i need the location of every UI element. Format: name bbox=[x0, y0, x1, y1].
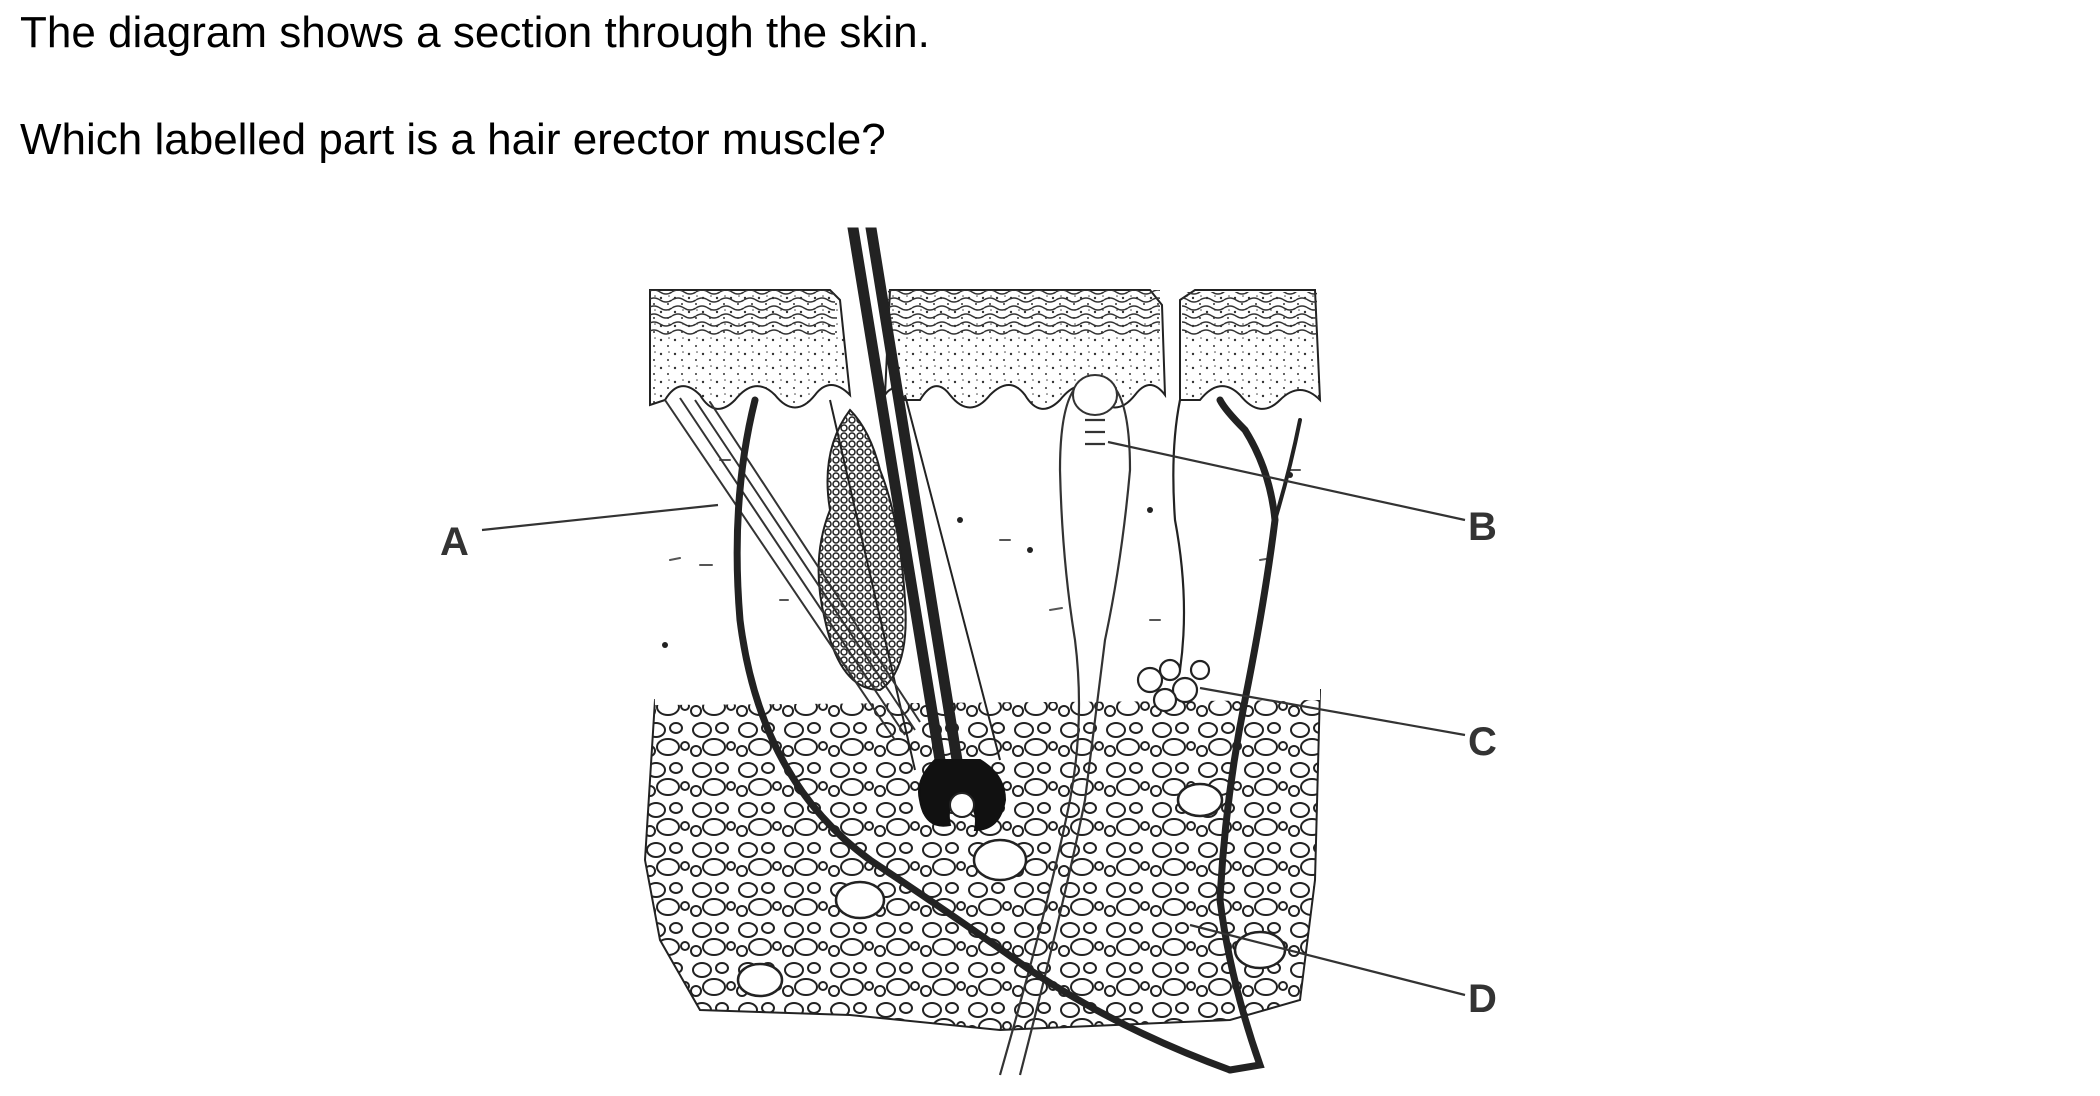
question-intro: The diagram shows a section through the … bbox=[20, 8, 930, 57]
blood-vessels bbox=[733, 396, 1302, 1074]
question-prompt: Which labelled part is a hair erector mu… bbox=[20, 115, 886, 164]
epidermis bbox=[649, 289, 1322, 410]
dermis bbox=[645, 400, 1320, 705]
sebaceous-gland bbox=[817, 408, 907, 692]
label-leaders bbox=[481, 440, 1466, 997]
label-A: A bbox=[440, 520, 469, 564]
label-D: D bbox=[1468, 977, 1497, 1021]
label-C: C bbox=[1468, 720, 1497, 764]
sweat-gland-duct bbox=[998, 374, 1132, 1076]
sweat-gland-coil bbox=[1136, 399, 1211, 713]
fat-layer bbox=[643, 688, 1322, 1032]
label-B: B bbox=[1468, 505, 1497, 549]
